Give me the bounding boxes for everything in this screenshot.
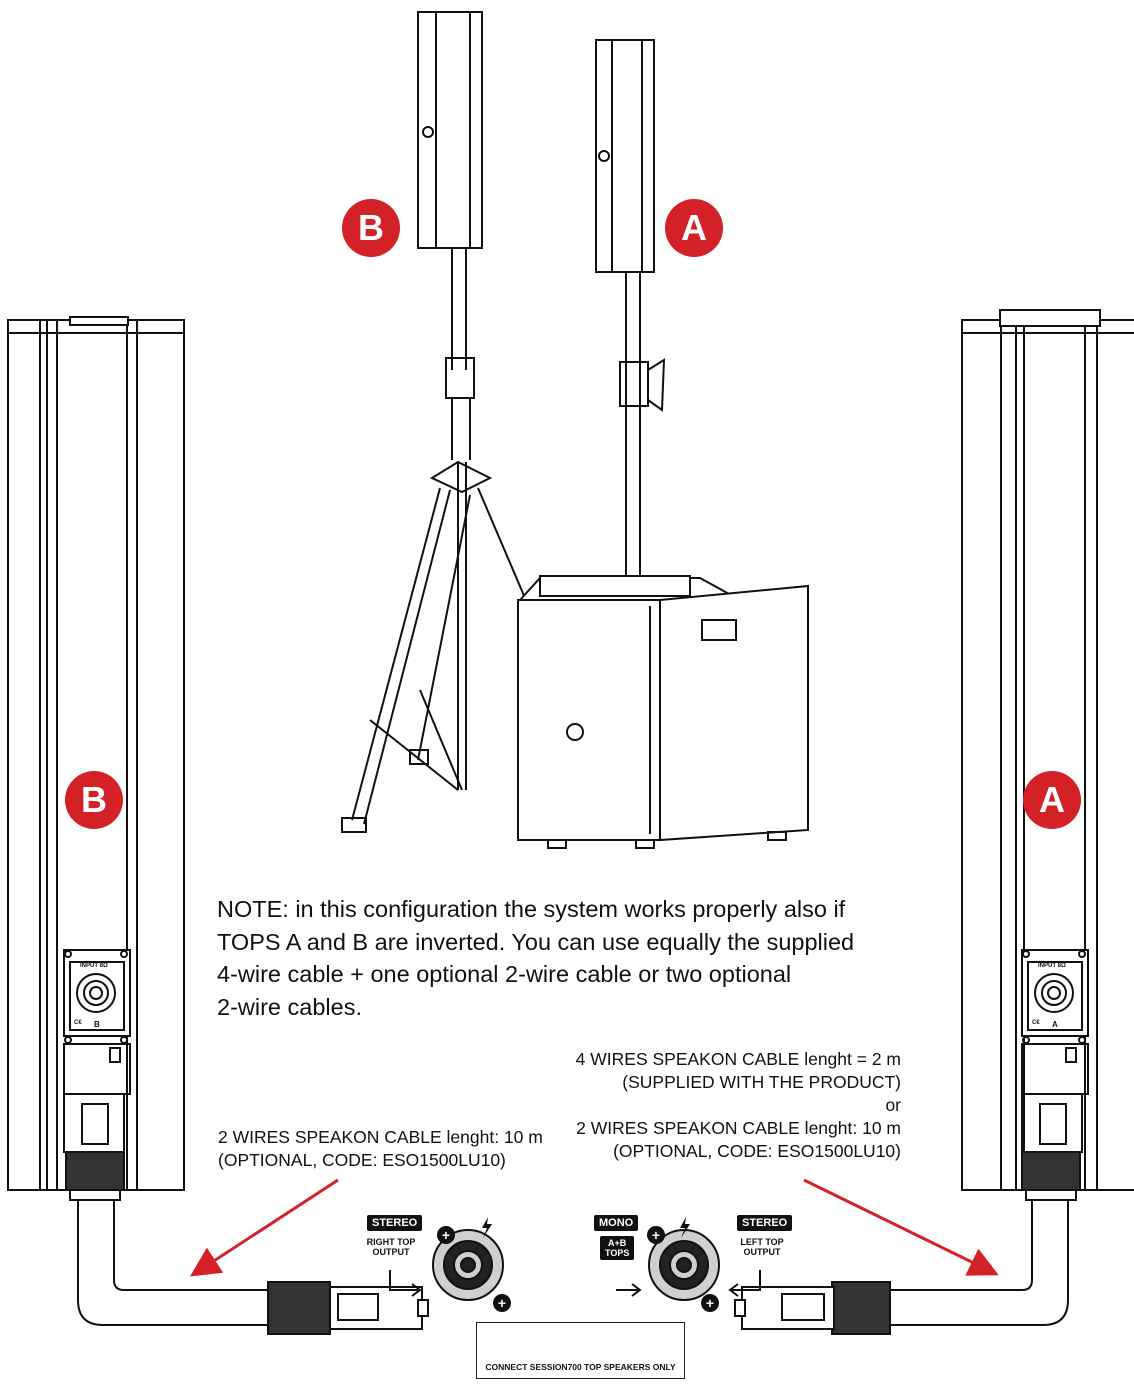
right-column-speaker xyxy=(961,309,1134,1201)
stereo-tag-right: STEREO xyxy=(737,1215,793,1231)
caption-line: or xyxy=(885,1095,901,1115)
note-line: 2-wire cables. xyxy=(217,993,362,1020)
caption-line: (OPTIONAL, CODE: ESO1500LU10) xyxy=(613,1141,901,1161)
left-input-label: INPUT 8Ω xyxy=(80,963,108,969)
caption-line: 4 WIRES SPEAKON CABLE lenght = 2 m xyxy=(575,1049,901,1069)
left-top-output-label: LEFT TOP OUTPUT xyxy=(740,1237,784,1257)
left-cable-caption: 2 WIRES SPEAKON CABLE lenght: 10 m (OPTI… xyxy=(218,1126,543,1172)
note-line: 4-wire cable + one optional 2-wire cable… xyxy=(217,961,792,987)
badge-top-a: A xyxy=(665,199,723,257)
right-red-arrow xyxy=(803,1178,999,1276)
svg-text:+: + xyxy=(706,1295,714,1311)
polarity-marks: + + + + xyxy=(437,1217,719,1312)
configuration-note: NOTE: in this configuration the system w… xyxy=(217,893,917,1023)
speakon-mono-stereo-output xyxy=(616,1229,761,1301)
left-red-arrow xyxy=(189,1178,339,1277)
left-column-speaker xyxy=(7,316,185,1201)
badge-side-a: A xyxy=(1023,771,1081,829)
speakon-right-top-output xyxy=(389,1229,504,1301)
subwoofer-stack xyxy=(517,39,809,849)
stereo-tag-left: STEREO xyxy=(367,1215,423,1231)
right-cable-plug xyxy=(734,1281,891,1335)
note-line: TOPS A and B are inverted. You can use e… xyxy=(217,928,855,955)
ab-tops-tag: A+B TOPS xyxy=(600,1236,635,1260)
caption-line: 2 WIRES SPEAKON CABLE lenght: 10 m xyxy=(576,1118,901,1138)
right-cable xyxy=(880,1200,1069,1326)
svg-text:+: + xyxy=(498,1295,506,1311)
right-top-output-label: RIGHT TOP OUTPUT xyxy=(366,1237,416,1257)
caption-line: (OPTIONAL, CODE: ESO1500LU10) xyxy=(218,1150,506,1170)
svg-text:+: + xyxy=(442,1227,450,1243)
left-plate-letter: B xyxy=(94,1020,100,1029)
warning-text: CONNECT SESSION700 TOP SPEAKERS ONLY xyxy=(485,1362,676,1372)
mono-tag: MONO xyxy=(594,1215,639,1231)
right-input-label: INPUT 8Ω xyxy=(1038,963,1066,969)
warning-label: CONNECT SESSION700 TOP SPEAKERS ONLY xyxy=(476,1322,685,1379)
caption-line: (SUPPLIED WITH THE PRODUCT) xyxy=(622,1072,901,1092)
caption-line: 2 WIRES SPEAKON CABLE lenght: 10 m xyxy=(218,1127,543,1147)
left-cable-plug xyxy=(267,1281,429,1335)
right-cable-caption: 4 WIRES SPEAKON CABLE lenght = 2 m (SUPP… xyxy=(576,1048,901,1163)
note-line: NOTE: in this configuration the system w… xyxy=(217,896,846,922)
badge-top-b: B xyxy=(342,199,400,257)
badge-side-b: B xyxy=(65,771,123,829)
right-plate-letter: A xyxy=(1052,1020,1058,1029)
left-cable xyxy=(77,1200,268,1326)
right-ce-mark: C€ xyxy=(1032,1020,1040,1026)
tripod-stand xyxy=(341,11,526,833)
left-ce-mark: C€ xyxy=(74,1020,82,1026)
svg-text:+: + xyxy=(652,1227,660,1243)
